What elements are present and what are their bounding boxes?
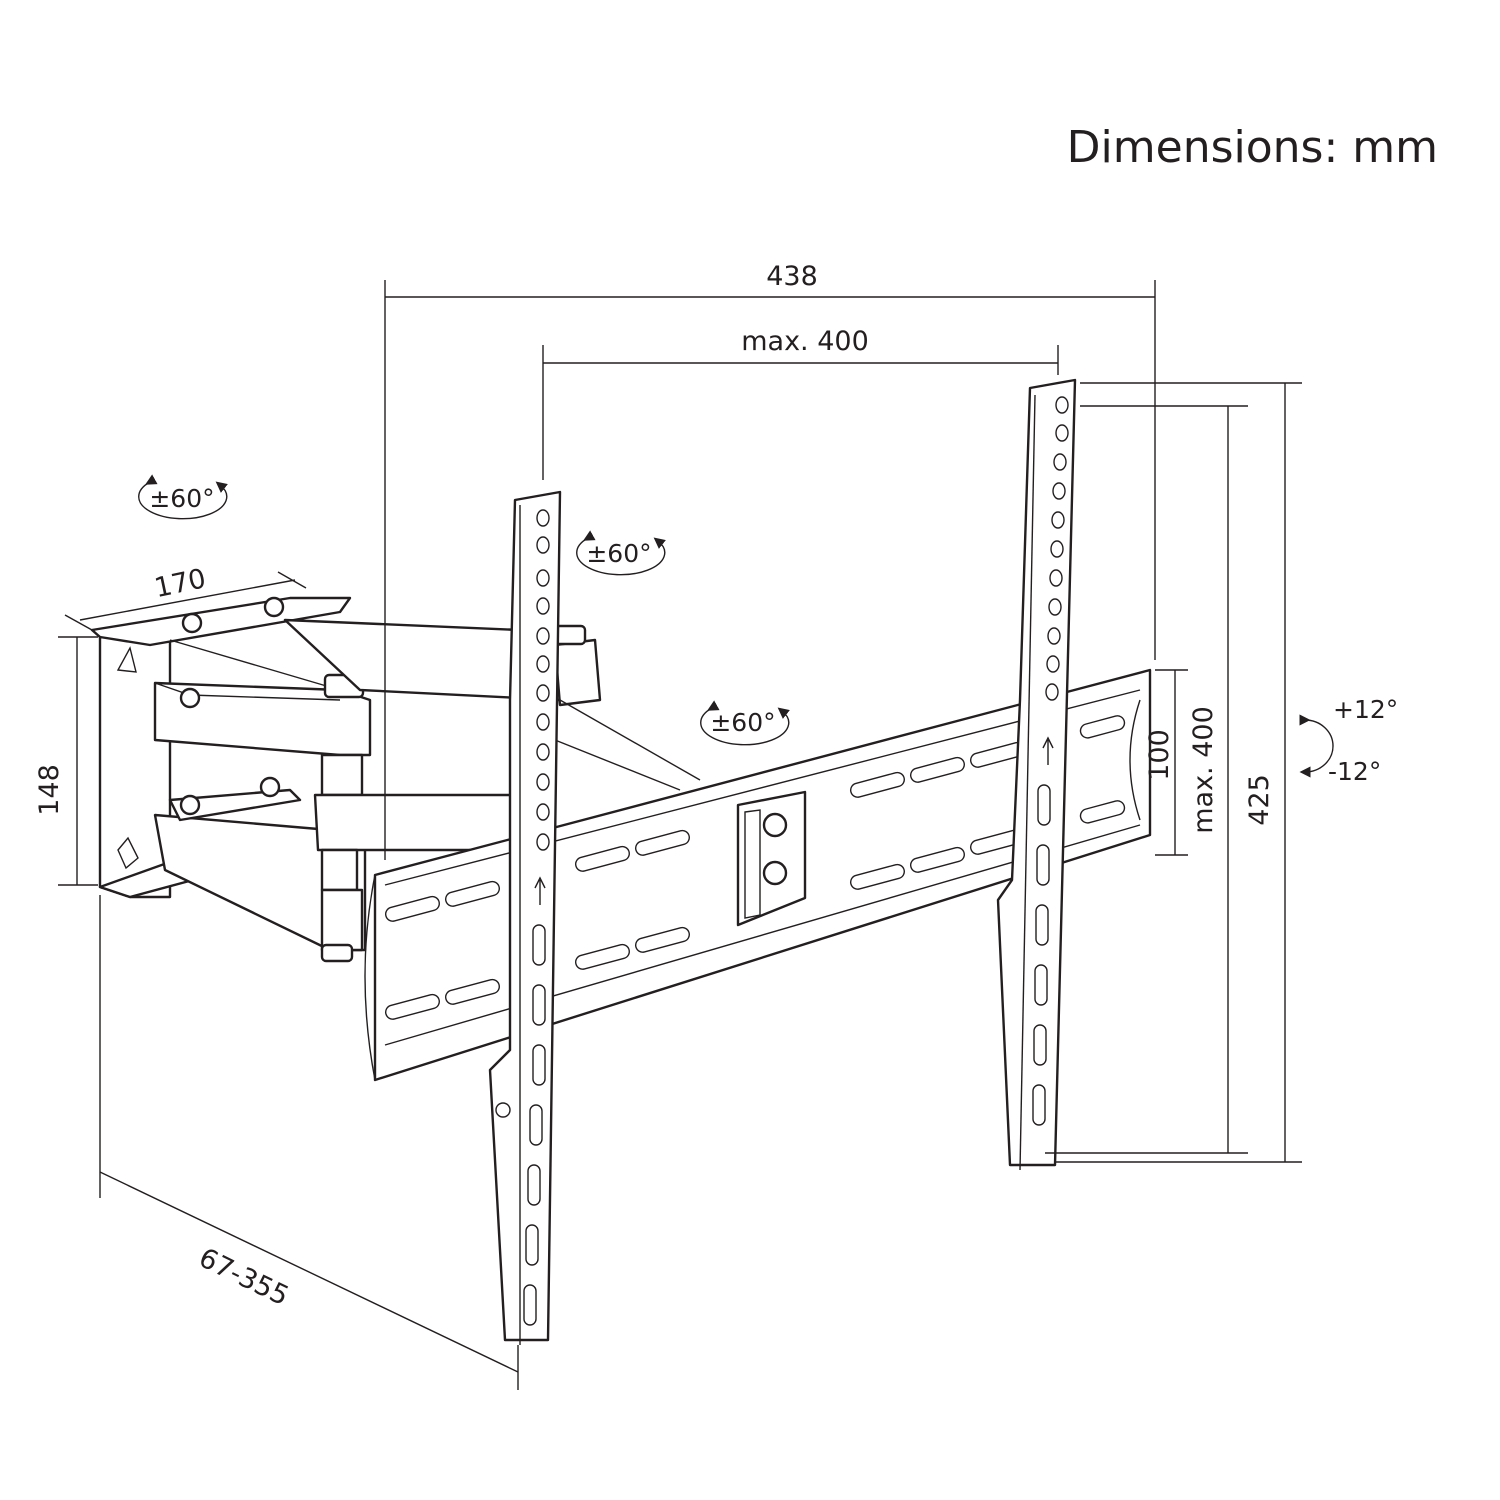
rotation-wall-swivel-label: ±60°	[149, 484, 214, 513]
rail-slots	[384, 715, 1126, 1020]
dim-wall-plate-height: 148	[34, 764, 65, 816]
dim-vesa-vertical: max. 400	[1188, 706, 1219, 834]
dim-vesa-vertical-spacing: 100	[1144, 729, 1175, 781]
dim-overall-width: 438	[766, 261, 818, 292]
rotation-arrow-icon	[576, 530, 666, 576]
dimension-lines	[58, 280, 1302, 1390]
rotation-wall-swivel: ±60°	[138, 474, 228, 520]
swing-arms	[153, 618, 701, 963]
right-strap-up-arrow	[1042, 736, 1054, 765]
rotation-head-swivel: ±60°	[700, 700, 790, 746]
rotation-arrow-icon	[138, 474, 228, 520]
right-vertical-strap	[996, 378, 1077, 1171]
right-strap-holes	[1032, 396, 1069, 1126]
rotation-tilt-up-label: +12°	[1333, 695, 1398, 724]
left-vertical-strap	[488, 490, 562, 1345]
rotation-arm-swivel: ±60°	[576, 530, 666, 576]
dim-overall-height: 425	[1244, 774, 1275, 826]
rotation-tilt-down-label: -12°	[1328, 757, 1381, 786]
rotation-arrow-icon	[700, 700, 790, 746]
dim-vesa-horizontal: max. 400	[741, 326, 869, 357]
dim-extension: 67-355	[194, 1242, 294, 1312]
left-strap-holes	[523, 509, 550, 1326]
left-strap-up-arrow	[534, 876, 546, 905]
rotation-head-swivel-label: ±60°	[710, 708, 775, 737]
dimensions-unit-title: Dimensions: mm	[1067, 122, 1438, 173]
rotation-arm-swivel-label: ±60°	[586, 539, 651, 568]
rotation-tilt: +12° -12°	[1299, 695, 1398, 786]
tilt-arrow-icon	[1299, 714, 1334, 778]
